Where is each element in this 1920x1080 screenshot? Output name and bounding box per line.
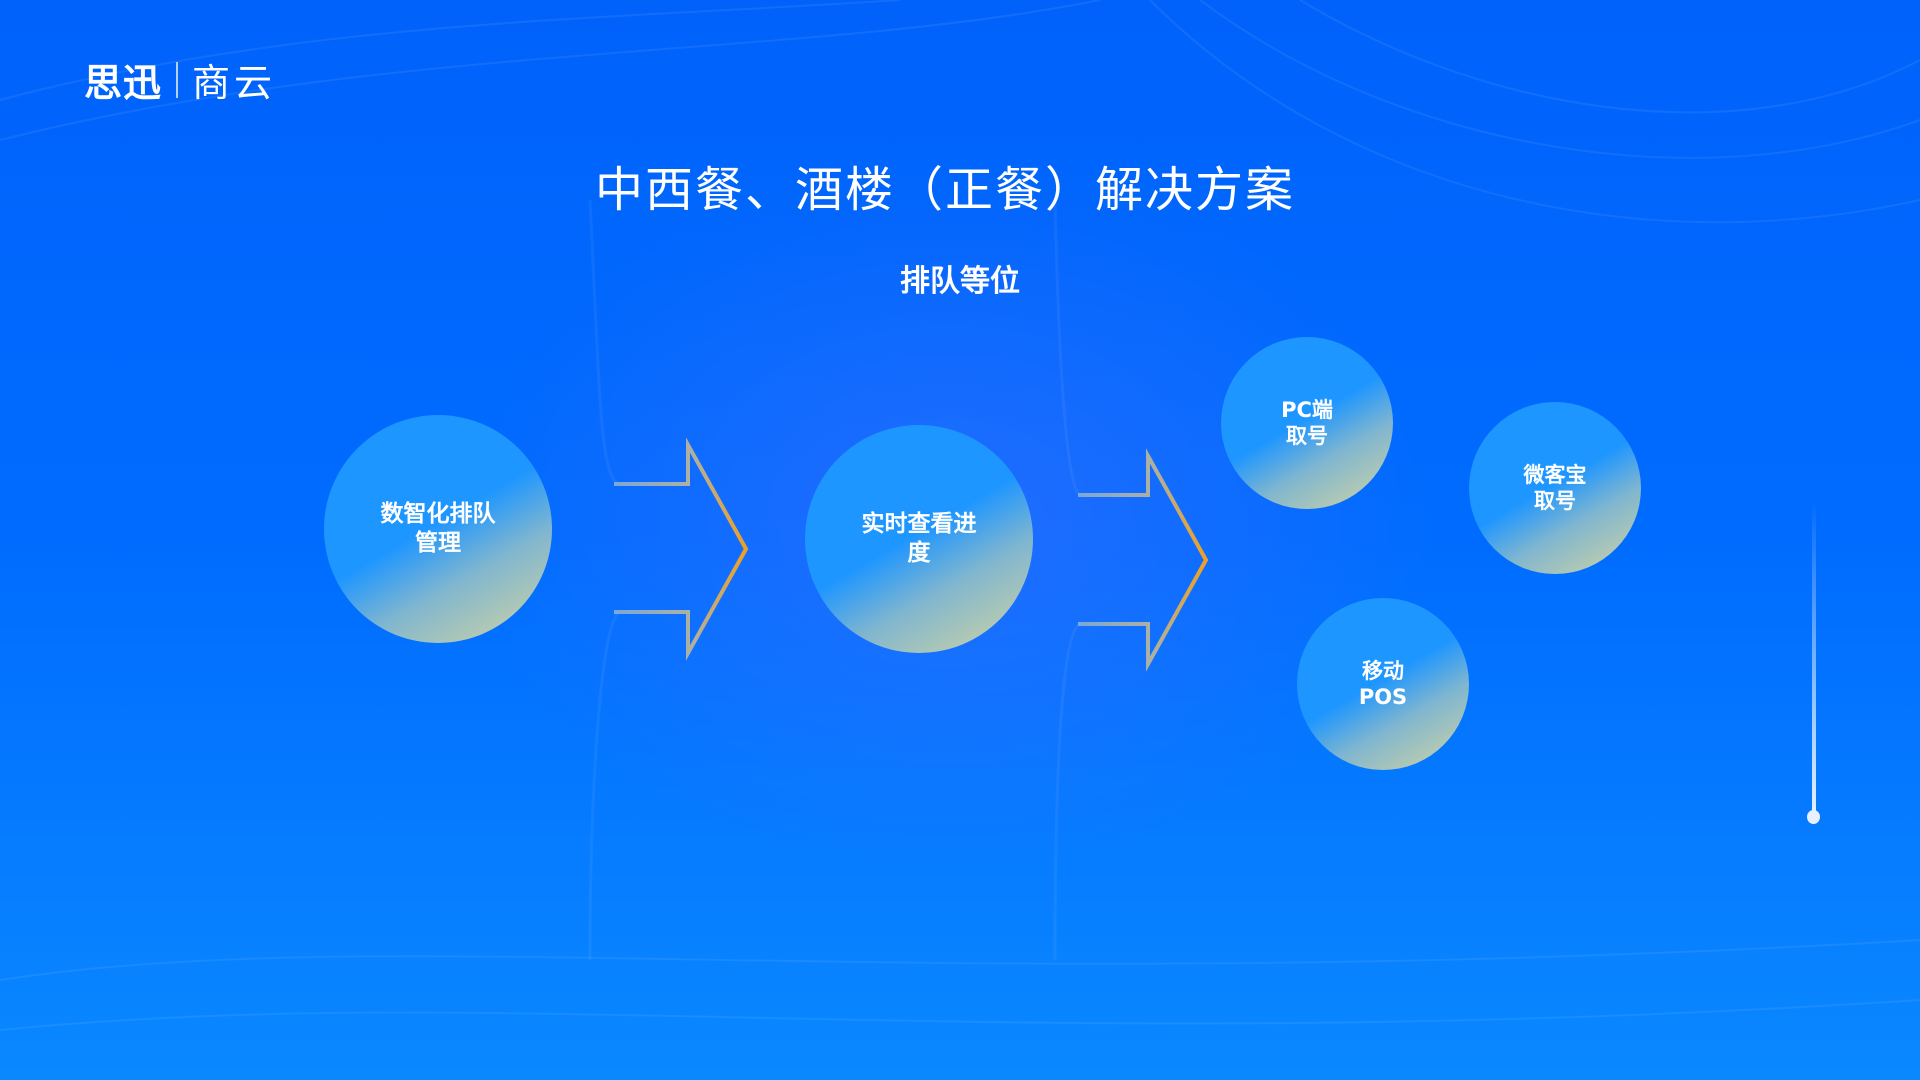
logo: 思迅 商云 — [84, 52, 276, 107]
page-title: 中西餐、酒楼（正餐）解决方案 — [594, 162, 1295, 218]
step-label: 实时查看进 度 — [861, 511, 977, 566]
decorative-dot — [1807, 810, 1820, 824]
channel-label: 微客宝 取号 — [1523, 462, 1587, 513]
channel-circle-mobile-pos: 移动 POS — [1297, 598, 1469, 770]
logo-brand: 思迅 — [84, 61, 163, 105]
logo-product: 商云 — [192, 61, 277, 105]
step-label: 数智化排队 管理 — [380, 501, 496, 556]
channel-label: PC端 取号 — [1281, 397, 1333, 448]
step-circle-realtime-progress: 实时查看进 度 — [805, 425, 1033, 653]
channel-circle-weikebao: 微客宝 取号 — [1469, 402, 1641, 574]
decorative-vertical-line — [1812, 500, 1816, 815]
channel-circle-pc: PC端 取号 — [1221, 337, 1393, 509]
arrow-right-icon — [1078, 448, 1209, 672]
channel-label: 移动 POS — [1358, 658, 1408, 709]
step-circle-queue-management: 数智化排队 管理 — [324, 415, 552, 643]
section-subtitle: 排队等位 — [900, 264, 1020, 299]
logo-divider — [176, 61, 179, 98]
arrow-right-icon — [614, 437, 749, 661]
